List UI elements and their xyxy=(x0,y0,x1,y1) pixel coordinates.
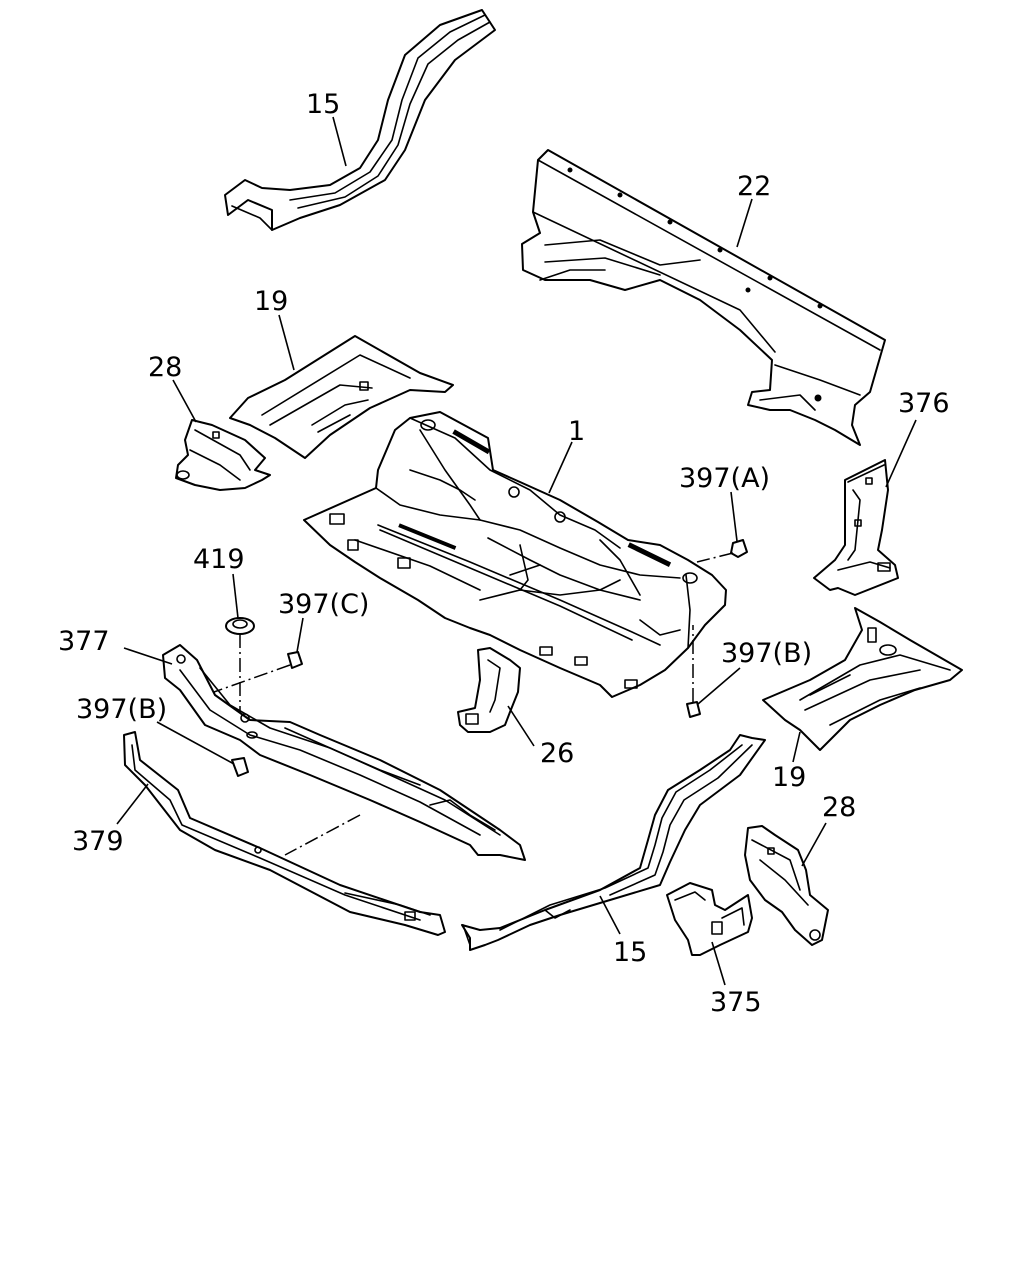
part-1-floor-pan xyxy=(303,411,727,698)
part-22-cross-member xyxy=(521,149,886,446)
callout-19-right: 19 xyxy=(772,762,806,793)
callout-419: 419 xyxy=(193,544,245,575)
part-397a-clip xyxy=(696,539,748,563)
part-19-left-panel xyxy=(229,335,454,459)
callout-1: 1 xyxy=(568,416,585,447)
callout-397a: 397(A) xyxy=(679,463,770,494)
part-376-bracket xyxy=(813,459,899,596)
part-397c-clip xyxy=(213,651,303,693)
part-28-left-bracket xyxy=(175,419,271,491)
part-19-right-panel xyxy=(762,607,963,751)
part-15-bottom-rail xyxy=(461,734,766,951)
callout-22: 22 xyxy=(737,171,771,202)
callout-28-left: 28 xyxy=(148,352,182,383)
part-26-support xyxy=(457,647,521,733)
callout-376: 376 xyxy=(898,388,950,419)
callout-15-top: 15 xyxy=(306,89,340,120)
callout-labels: 15 22 19 28 1 376 397(A) 419 397(C) 377 … xyxy=(58,89,950,1018)
leader-lines xyxy=(116,116,917,986)
callout-28-right: 28 xyxy=(822,792,856,823)
part-379-rail xyxy=(123,731,446,936)
callout-375: 375 xyxy=(710,987,762,1018)
callout-377: 377 xyxy=(58,626,110,657)
part-397b-right-clip xyxy=(686,625,701,718)
callout-397b-right: 397(B) xyxy=(721,638,812,669)
callout-19-left: 19 xyxy=(254,286,288,317)
callout-397c: 397(C) xyxy=(278,589,369,620)
callout-379: 379 xyxy=(72,826,124,857)
callout-397b-left: 397(B) xyxy=(76,694,167,725)
part-377-cross-member xyxy=(162,644,526,861)
callout-26: 26 xyxy=(540,738,574,769)
part-375-panel xyxy=(666,882,753,956)
part-419-grommet xyxy=(225,617,255,715)
part-397b-left-clip xyxy=(231,757,249,777)
callout-15-bottom: 15 xyxy=(613,937,647,968)
part-15-top-rail xyxy=(224,9,496,231)
part-28-right-bracket xyxy=(744,825,829,946)
